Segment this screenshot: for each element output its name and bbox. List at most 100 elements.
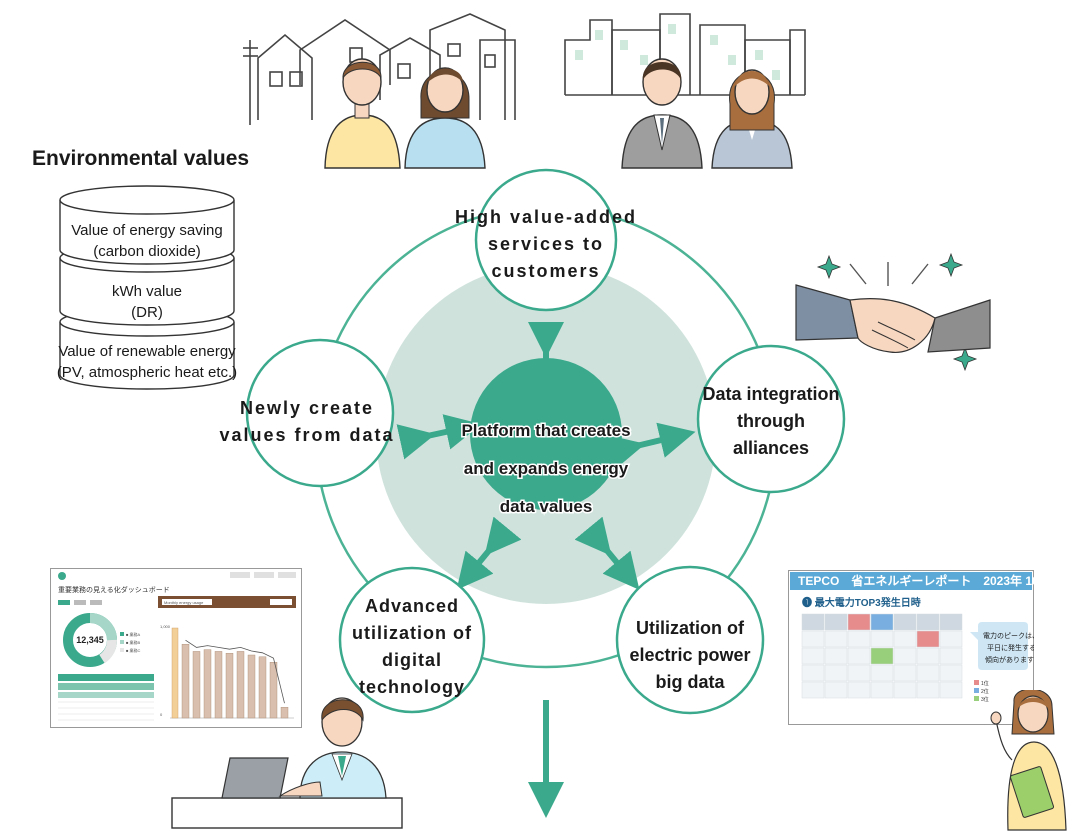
report-calendar-cell	[824, 681, 848, 699]
svg-text:1位: 1位	[981, 680, 989, 687]
report-calendar-cell	[916, 681, 940, 699]
arrow-right	[606, 422, 696, 470]
report-calendar-cell	[801, 647, 825, 665]
svg-text:2位: 2位	[981, 688, 989, 695]
dashboard-total: 12,345	[76, 635, 104, 645]
svg-text:utilization of: utilization of	[352, 623, 472, 643]
node-bottom-right-label: Utilization of electric power big data	[629, 618, 750, 692]
node-right	[696, 344, 846, 494]
business-customers-illustration	[564, 13, 806, 169]
dashboard-bar	[236, 651, 245, 719]
svg-text:Platform that creates: Platform that creates	[461, 421, 630, 440]
report-calendar-cell	[824, 664, 848, 682]
arrow-bottom-left	[456, 516, 522, 590]
report-calendar-cell	[916, 664, 940, 682]
report-calendar-cell	[847, 681, 871, 699]
report-calendar-cell	[801, 664, 825, 682]
svg-text:services to: services to	[488, 234, 604, 254]
dashboard-bar	[258, 656, 267, 719]
report-calendar-cell	[847, 664, 871, 682]
office-worker-illustration	[171, 697, 403, 829]
svg-text:Data integration: Data integration	[702, 384, 839, 404]
energy-report-screenshot: TEPCO 省エネルギーレポート 2023年 10月分 ❶ 最大電力TOP3発生…	[788, 570, 1034, 725]
node-left-label: Newly create values from data	[219, 398, 394, 445]
report-calendar-cell	[893, 647, 917, 665]
dashboard-screenshot: 重要業務の見える化ダッシュボード 12,345 ■ 業務A ■ 業務B ■ 業務…	[50, 568, 302, 728]
report-calendar-cell	[847, 630, 871, 648]
dashboard-bar	[203, 649, 212, 719]
svg-text:alliances: alliances	[733, 438, 809, 458]
node-left	[245, 338, 395, 488]
residential-customers-illustration	[243, 13, 516, 169]
svg-text:Newly create: Newly create	[240, 398, 374, 418]
environmental-values-stack	[59, 185, 235, 390]
svg-text:■ 業務B: ■ 業務B	[126, 639, 141, 645]
svg-text:■ 業務C: ■ 業務C	[126, 647, 141, 653]
arrow-bottom-right	[574, 516, 640, 590]
report-calendar-cell	[893, 664, 917, 682]
sparkle-icon	[952, 346, 978, 372]
svg-text:electric power: electric power	[629, 645, 750, 665]
center-label: Platform that creates and expands energy…	[460, 420, 632, 518]
node-bottom-right	[615, 565, 765, 715]
report-calendar-cell	[870, 681, 894, 699]
svg-text:data values: data values	[500, 497, 593, 516]
flow-arrows	[396, 322, 696, 818]
dashboard-bar	[214, 651, 223, 719]
sparkle-icon	[816, 254, 842, 280]
svg-text:values from data: values from data	[219, 425, 394, 445]
report-calendar-cell	[801, 630, 825, 648]
node-right-label: Data integration through alliances	[702, 384, 839, 458]
svg-text:digital: digital	[382, 650, 442, 670]
svg-text:■ 業務A: ■ 業務A	[126, 631, 141, 637]
environmental-values-text: Value of energy saving (carbon dioxide) …	[57, 222, 237, 381]
report-calendar-cell	[824, 613, 848, 631]
svg-text:and expands energy: and expands energy	[464, 459, 629, 478]
report-calendar-cell	[870, 613, 894, 631]
svg-text:(DR): (DR)	[131, 304, 163, 321]
report-calendar-cell	[824, 630, 848, 648]
sparkle-icon	[938, 252, 964, 278]
report-bubble-line1: 電力のピークは、	[983, 631, 1034, 640]
report-calendar-cell	[893, 681, 917, 699]
platform-core	[470, 358, 622, 510]
dashboard-bar	[247, 654, 256, 719]
handshake-illustration	[795, 252, 991, 372]
report-calendar-cell	[916, 613, 940, 631]
dashboard-bars	[181, 643, 289, 719]
svg-text:0: 0	[160, 712, 163, 717]
svg-text:kWh value: kWh value	[112, 283, 182, 300]
svg-text:(carbon dioxide): (carbon dioxide)	[93, 243, 201, 260]
node-bottom-left	[338, 566, 486, 714]
report-header: TEPCO 省エネルギーレポート 2023年 10月分	[798, 573, 1034, 588]
report-bubble-line2: 平日に発生する	[987, 643, 1034, 652]
report-calendar-cell	[939, 681, 963, 699]
report-calendar-cell	[939, 613, 963, 631]
svg-text:Value of energy saving: Value of energy saving	[71, 222, 223, 239]
report-calendar-cell	[847, 647, 871, 665]
presenter-illustration	[990, 690, 1067, 831]
report-calendar-cell	[939, 630, 963, 648]
node-top-label: High value-added services to customers	[455, 207, 637, 281]
svg-text:big data: big data	[655, 672, 725, 692]
svg-text:customers: customers	[491, 261, 600, 281]
report-calendar-cell	[870, 664, 894, 682]
report-calendar-cell	[916, 630, 940, 648]
report-calendar-cell	[893, 630, 917, 648]
dashboard-trend-line	[185, 639, 285, 704]
svg-text:Utilization of: Utilization of	[636, 618, 745, 638]
report-calendar-cell	[870, 647, 894, 665]
report-calendar-grid	[801, 613, 963, 699]
svg-text:(PV, atmospheric heat etc.): (PV, atmospheric heat etc.)	[57, 364, 237, 381]
svg-text:High value-added: High value-added	[455, 207, 637, 227]
dashboard-bar	[280, 706, 289, 719]
dashboard-header: 重要業務の見える化ダッシュボード	[58, 585, 170, 594]
report-calendar-cell	[916, 647, 940, 665]
node-top	[474, 168, 618, 312]
arrow-left	[396, 414, 482, 460]
dashboard-bar	[269, 661, 278, 719]
svg-text:technology: technology	[359, 677, 465, 697]
report-calendar-cell	[824, 647, 848, 665]
report-calendar-cell	[847, 613, 871, 631]
